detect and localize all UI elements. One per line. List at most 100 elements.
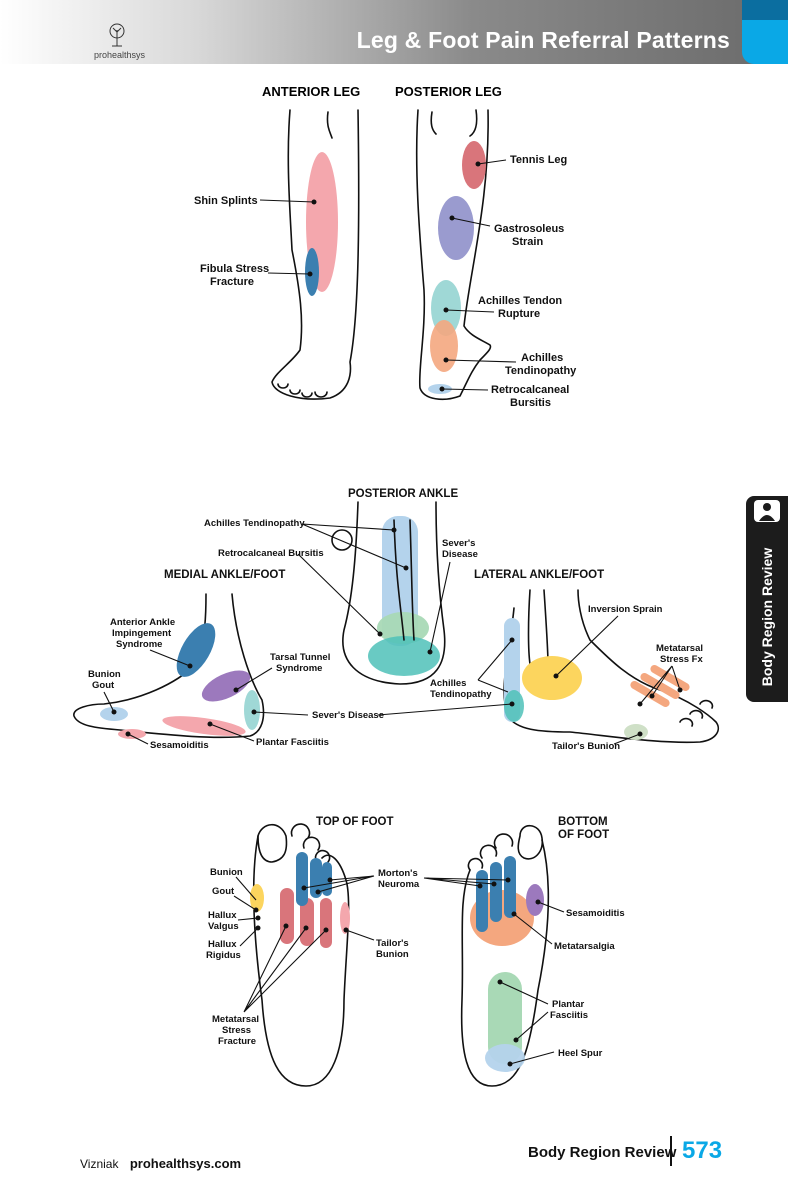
label-bot-plantar-1: Plantar <box>552 999 585 1010</box>
label-meta-stress-1: Metatarsal <box>212 1014 259 1025</box>
page-number: 573 <box>682 1137 723 1164</box>
label-pa-retro: Retrocalcaneal Bursitis <box>218 548 324 559</box>
achilles-tendinopathy-zone <box>430 320 458 372</box>
lateral-severs-zone <box>504 690 524 722</box>
label-mortons-2: Neuroma <box>378 879 420 890</box>
top-foot-outline <box>252 823 350 1087</box>
title-medial: MEDIAL ANKLE/FOOT <box>164 569 285 581</box>
label-meta-fx-1: Metatarsal <box>656 643 703 654</box>
gastrosoleus-zone <box>438 196 474 260</box>
title-top-foot: TOP OF FOOT <box>316 816 394 828</box>
label-shin-splints: Shin Splints <box>194 195 258 207</box>
label-meta-stress-3: Fracture <box>218 1036 256 1047</box>
heel-spur-zone <box>485 1044 525 1072</box>
label-top-gout: Gout <box>212 886 235 897</box>
label-achilles-tend-2: Tendinopathy <box>505 365 577 377</box>
label-retro-2: Bursitis <box>510 397 551 409</box>
label-metatarsalgia: Metatarsalgia <box>554 941 615 952</box>
label-sesamoiditis: Sesamoiditis <box>150 740 209 751</box>
label-achilles-tend-1: Achilles <box>521 352 563 364</box>
label-tarsal-2: Syndrome <box>276 663 322 674</box>
medial-sesamoid-zone <box>118 729 146 739</box>
logo-text: prohealthsys <box>94 50 146 60</box>
pa-severs-zone <box>368 636 440 676</box>
top-tailors-zone <box>340 902 350 934</box>
footer-divider <box>670 1136 672 1166</box>
label-pa-severs-1: Sever's <box>442 538 475 549</box>
posterior-ankle-outline <box>331 501 446 685</box>
label-bunion-gout-1: Bunion <box>88 669 121 680</box>
label-achilles-rupture-2: Rupture <box>498 308 540 320</box>
label-tennis-leg: Tennis Leg <box>510 154 567 166</box>
label-mortons-1: Morton's <box>378 868 418 879</box>
tarsal-tunnel-zone <box>201 670 251 702</box>
label-fibula-1: Fibula Stress <box>200 263 269 275</box>
label-gastro-1: Gastrosoleus <box>494 223 564 235</box>
label-achilles-rupture-1: Achilles Tendon <box>478 295 562 307</box>
author-name: Vizniak <box>80 1157 119 1171</box>
label-aais-1: Anterior Ankle <box>110 617 175 628</box>
label-severs-disease: Sever's Disease <box>312 710 384 721</box>
label-retro-1: Retrocalcaneal <box>491 384 569 396</box>
posterior-leg-outline <box>415 109 492 401</box>
tailors-bunion-zone <box>624 724 648 740</box>
person-icon <box>754 500 780 522</box>
top-mortons-zones <box>296 852 332 906</box>
aais-zone <box>176 623 216 677</box>
page-title: Leg & Foot Pain Referral Patterns <box>356 27 730 53</box>
side-tab[interactable]: Body Region Review <box>746 496 788 702</box>
footer-section: Body Region Review <box>528 1144 677 1161</box>
label-top-tailors-2: Bunion <box>376 949 409 960</box>
title-lateral: LATERAL ANKLE/FOOT <box>474 569 604 581</box>
label-pa-severs-2: Disease <box>442 549 478 560</box>
bottom-plantar-zone <box>488 972 522 1064</box>
prohealthsys-logo: prohealthsys <box>94 22 154 62</box>
bottom-mortons-zones <box>476 856 516 932</box>
footer-site-link[interactable]: prohealthsys.com <box>129 1156 242 1171</box>
title-posterior-leg: POSTERIOR LEG <box>395 84 502 99</box>
label-bunion-gout-2: Gout <box>92 680 115 691</box>
label-hallux-rigidus-1: Hallux <box>208 939 237 950</box>
title-posterior-ankle: POSTERIOR ANKLE <box>348 488 458 500</box>
title-anterior-leg: ANTERIOR LEG <box>262 84 360 99</box>
label-hallux-rigidus-2: Rigidus <box>206 950 241 961</box>
tennis-leg-zone <box>462 141 486 189</box>
medial-severs-zone <box>244 690 260 730</box>
label-inversion-sprain: Inversion Sprain <box>588 604 663 615</box>
label-tarsal-1: Tarsal Tunnel <box>270 652 330 663</box>
label-fibula-2: Fracture <box>210 276 254 288</box>
footer-author: Vizniak prohealthsys.com <box>80 1156 241 1171</box>
label-bot-sesamoiditis: Sesamoiditis <box>566 908 625 919</box>
fibula-stress-zone <box>305 248 319 296</box>
bottom-sesamoid-zone <box>526 884 544 916</box>
label-aais-3: Syndrome <box>116 639 162 650</box>
tree-icon <box>109 23 125 47</box>
title-bottom-foot-2: OF FOOT <box>558 829 609 841</box>
label-lat-achilles-2: Tendinopathy <box>430 689 492 700</box>
label-hallux-valgus-2: Valgus <box>208 921 239 932</box>
title-bottom-foot-1: BOTTOM <box>558 816 608 828</box>
bottom-foot-outline <box>460 824 550 1087</box>
label-bot-plantar-2: Fasciitis <box>550 1010 588 1021</box>
label-aais-2: Impingement <box>112 628 172 639</box>
label-top-tailors-1: Tailor's <box>376 938 409 949</box>
label-pa-achilles: Achilles Tendinopathy <box>204 518 305 529</box>
label-lat-achilles-1: Achilles <box>430 678 466 689</box>
page-header: prohealthsys Leg & Foot Pain Referral Pa… <box>0 0 788 64</box>
label-gastro-2: Strain <box>512 236 543 248</box>
top-metatarsal-zones <box>280 888 332 948</box>
label-meta-stress-2: Stress <box>222 1025 251 1036</box>
anterior-leg-outline <box>271 109 360 400</box>
inversion-sprain-zone <box>522 656 582 700</box>
label-plantar-fasciitis: Plantar Fasciitis <box>256 737 329 748</box>
top-bunion-zone <box>250 884 264 912</box>
corner-tab <box>742 0 788 64</box>
label-hallux-valgus-1: Hallux <box>208 910 237 921</box>
label-tailors-bunion: Tailor's Bunion <box>552 741 620 752</box>
label-top-bunion: Bunion <box>210 867 243 878</box>
medial-plantar-zone <box>162 716 246 736</box>
metatarsal-fx-zone <box>630 665 690 707</box>
label-meta-fx-2: Stress Fx <box>660 654 703 665</box>
label-heel-spur: Heel Spur <box>558 1048 603 1059</box>
